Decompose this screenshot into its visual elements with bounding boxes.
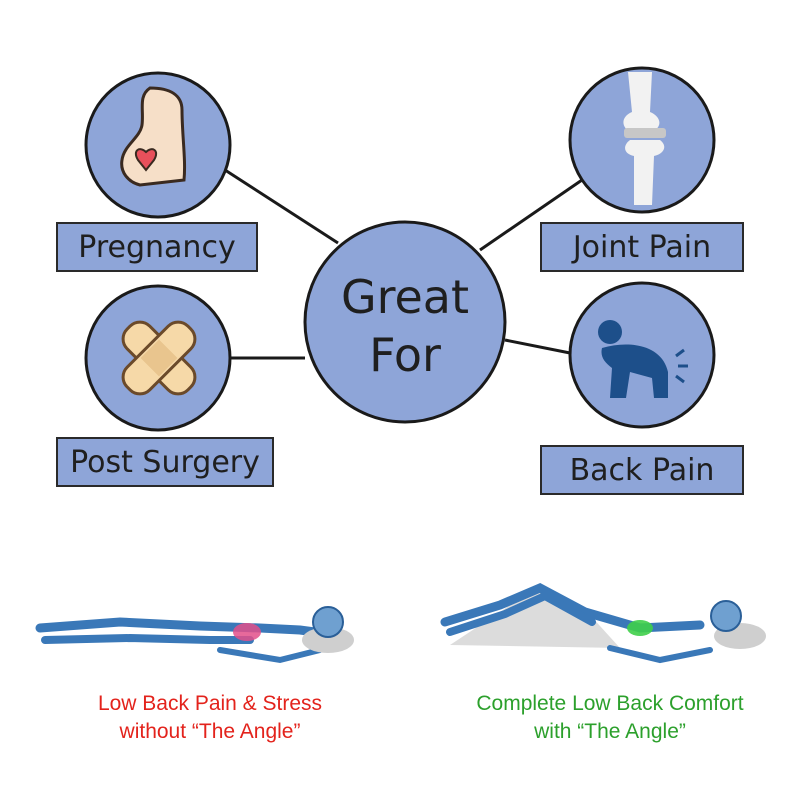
skeleton-on-wedge-illustration <box>440 583 766 664</box>
bandage-icon <box>121 320 197 396</box>
center-circle <box>303 220 507 424</box>
back-pain-icon <box>598 320 688 398</box>
caption-right: Complete Low Back Comfort with “The Angl… <box>440 690 780 746</box>
pregnancy-icon <box>120 86 187 187</box>
knee-joint-icon <box>623 72 666 205</box>
caption-left-line1: Low Back Pain & Stress <box>97 692 323 715</box>
caption-right-line1: Complete Low Back Comfort <box>476 692 744 715</box>
center-title-line1: Great <box>340 270 470 324</box>
connector-line-back-pain <box>504 338 571 355</box>
caption-left-line2: without “The Angle” <box>119 720 301 743</box>
caption-left: Low Back Pain & Stress without “The Angl… <box>60 690 360 746</box>
label-post-surgery: Post Surgery <box>56 437 274 487</box>
label-pregnancy: Pregnancy <box>56 222 258 272</box>
label-joint-pain: Joint Pain <box>540 222 744 272</box>
skeleton-lying-flat-illustration <box>35 606 354 664</box>
center-title-line2: For <box>369 328 441 382</box>
connector-line-joint-pain <box>479 178 583 252</box>
connector-line-pregnancy <box>224 168 339 245</box>
label-back-pain: Back Pain <box>540 445 744 495</box>
center-title: Great For <box>305 268 505 384</box>
caption-right-line2: with “The Angle” <box>534 720 686 743</box>
